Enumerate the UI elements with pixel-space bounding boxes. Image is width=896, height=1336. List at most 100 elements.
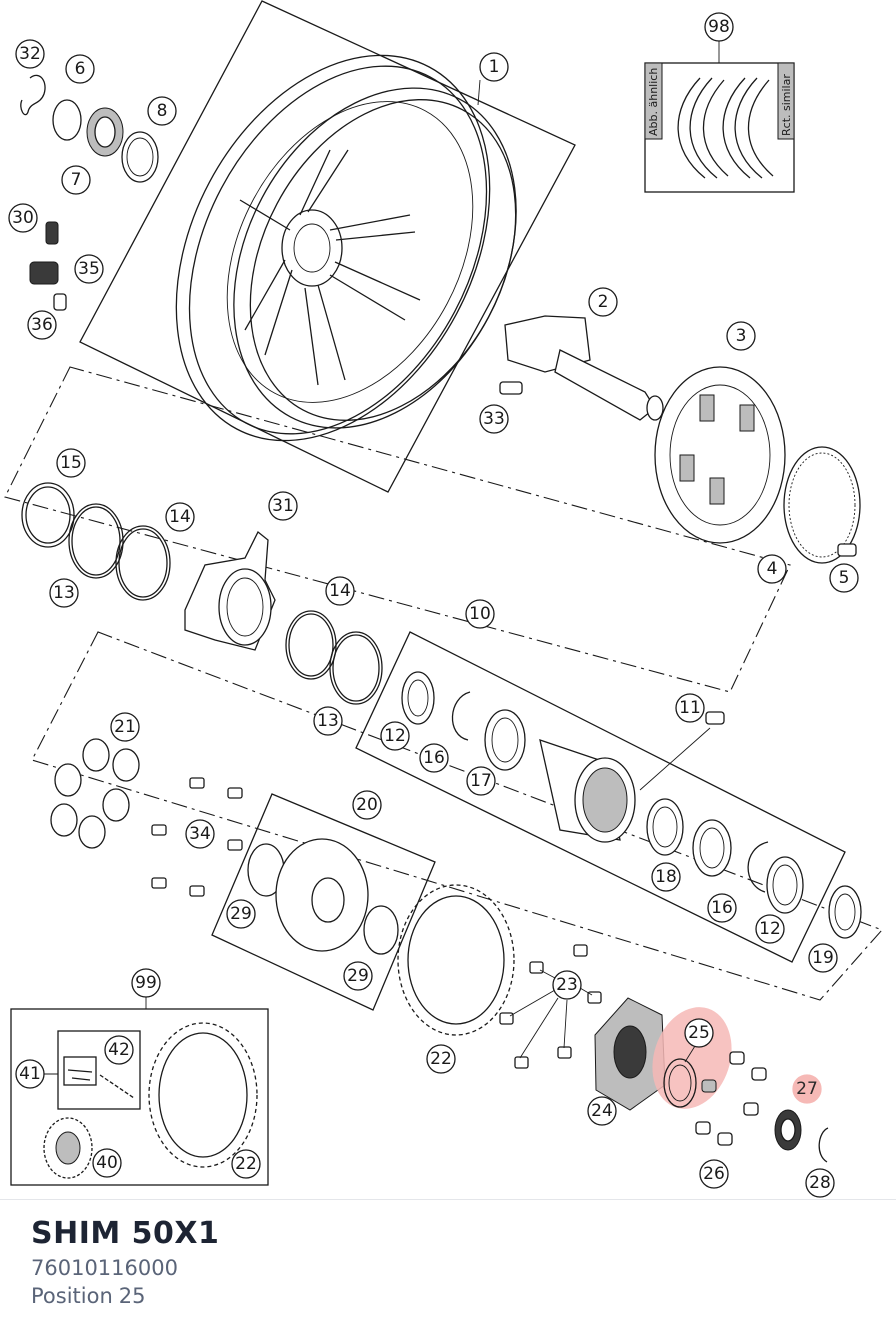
callout-14a[interactable]: 14 [165,502,195,532]
callout-24[interactable]: 24 [587,1096,617,1126]
o-ring-14b-part [285,610,337,680]
callout-10[interactable]: 10 [465,599,495,629]
callout-34[interactable]: 34 [185,819,215,849]
callout-29b[interactable]: 29 [343,961,373,991]
callout-15[interactable]: 15 [56,448,86,478]
callout-16b[interactable]: 16 [707,893,737,923]
callout-11[interactable]: 11 [675,693,705,723]
callout-99[interactable]: 99 [131,968,161,998]
svg-text:21: 21 [114,717,136,737]
svg-text:15: 15 [60,453,82,473]
callout-41[interactable]: 41 [15,1059,45,1089]
callout-20[interactable]: 20 [352,790,382,820]
callout-13b[interactable]: 13 [313,706,343,736]
svg-text:42: 42 [108,1040,130,1060]
svg-text:4: 4 [767,559,778,579]
o-ring-13-part [68,503,124,579]
chain-part [67,1069,135,1099]
svg-text:6: 6 [75,59,86,79]
inset-98-frame [644,62,795,193]
rear-wheel-rim [175,54,517,442]
kit-99-frame [10,1008,269,1186]
callout-28[interactable]: 28 [805,1168,835,1198]
callout-13a[interactable]: 13 [49,578,79,608]
callout-30[interactable]: 30 [8,203,38,233]
callout-5[interactable]: 5 [829,563,859,593]
brake-pad-shims [677,77,774,179]
callout-3[interactable]: 3 [726,321,756,351]
svg-text:14: 14 [169,507,191,527]
svg-text:1: 1 [489,57,500,77]
svg-text:14: 14 [329,581,351,601]
callout-35[interactable]: 35 [74,254,104,284]
rear-axle-part [504,315,664,421]
callout-18[interactable]: 18 [651,862,681,892]
callout-23-leaders [509,969,593,1059]
callout-36[interactable]: 36 [27,310,57,340]
hub-group-frame [355,631,846,963]
callout-19[interactable]: 19 [808,943,838,973]
callout-42[interactable]: 42 [104,1035,134,1065]
shim-25-part[interactable] [663,1058,697,1108]
svg-text:5: 5 [839,568,850,588]
callout-2[interactable]: 2 [588,287,618,317]
svg-text:10: 10 [469,604,491,624]
sleeve-part [53,293,67,311]
callout-4[interactable]: 4 [757,554,787,584]
callout-1[interactable]: 1 [477,52,509,106]
nut-26-parts [695,1051,767,1146]
sprocket-carrier-frame [211,793,436,1011]
callout-17[interactable]: 17 [466,766,496,796]
callout-98[interactable]: 98 [704,12,734,63]
callout-12a[interactable]: 12 [380,721,410,751]
callout-26[interactable]: 26 [699,1159,729,1189]
callout-21[interactable]: 21 [110,712,140,742]
callout-32[interactable]: 32 [15,39,45,69]
hub-parts [401,671,804,914]
callout-12b[interactable]: 12 [755,914,785,944]
tpms-sensor-part [29,261,59,285]
callout-33[interactable]: 33 [479,404,509,434]
rear-sprocket-part [397,884,515,1036]
callout-7[interactable]: 7 [61,165,91,195]
screw-5-part [837,543,857,557]
callout-27[interactable]: 27 [792,1074,822,1104]
svg-text:31: 31 [272,496,294,516]
exploded-parts-diagram: 1 32 6 7 8 30 35 36 Abb. ähnlich Rct. si… [4,0,883,1198]
callout-40[interactable]: 40 [92,1148,122,1178]
callout-14b[interactable]: 14 [325,576,355,606]
callout-23[interactable]: 23 [552,970,582,1000]
svg-text:25: 25 [688,1023,710,1043]
svg-text:12: 12 [384,726,406,746]
spring-clip-part [20,74,46,116]
svg-text:30: 30 [12,208,34,228]
callout-29a[interactable]: 29 [226,899,256,929]
bolt-33-part [499,381,523,395]
bolt-34-parts [151,777,243,897]
spacer-ring-part [121,131,159,183]
callout-22b[interactable]: 22 [231,1149,261,1179]
seal-ring-15-part [21,482,75,548]
svg-text:12: 12 [759,919,781,939]
inset-98-label-right: Rct. similar [780,74,793,136]
svg-text:40: 40 [96,1153,118,1173]
svg-text:41: 41 [19,1064,41,1084]
callout-8[interactable]: 8 [147,96,177,126]
svg-text:11: 11 [679,698,701,718]
callout-22a[interactable]: 22 [426,1044,456,1074]
svg-text:26: 26 [703,1164,725,1184]
callout-25[interactable]: 25 [684,1018,714,1063]
svg-text:3: 3 [736,326,747,346]
valve-part [45,221,59,245]
svg-text:23: 23 [556,975,578,995]
svg-text:29: 29 [347,966,369,986]
circlip-part [52,99,82,141]
svg-text:22: 22 [430,1049,452,1069]
svg-text:35: 35 [78,259,100,279]
svg-text:24: 24 [591,1101,613,1121]
callout-6[interactable]: 6 [65,54,95,84]
callout-31[interactable]: 31 [268,491,298,521]
callout-16a[interactable]: 16 [419,743,449,773]
explosion-boundary-lower [31,631,883,1001]
